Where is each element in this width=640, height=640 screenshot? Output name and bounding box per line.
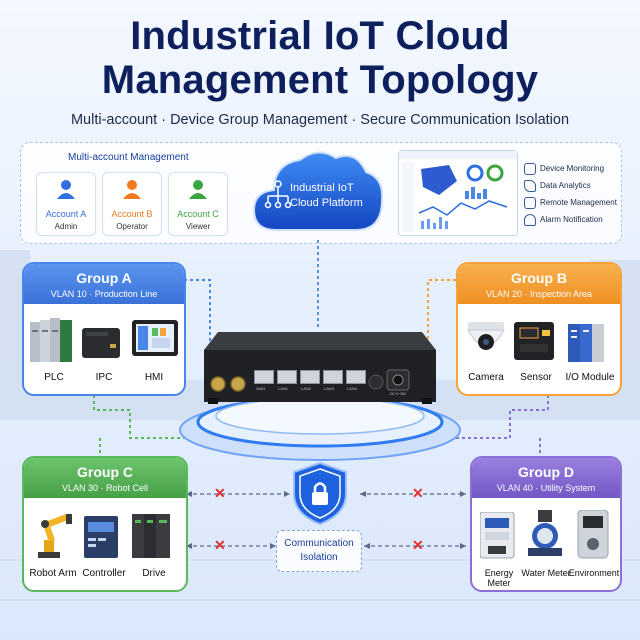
user-icon bbox=[57, 180, 75, 199]
shield-lock-icon bbox=[293, 461, 347, 526]
blocked-x-icon: ✕ bbox=[412, 537, 424, 553]
user-icon bbox=[123, 180, 141, 199]
group-d-vlan: VLAN 40 · Utility System bbox=[496, 483, 596, 493]
port-label-lan1: LAN1 bbox=[278, 386, 289, 391]
title-line-1: Industrial IoT Cloud bbox=[130, 14, 510, 58]
controller-icon bbox=[84, 516, 118, 558]
isolation-label-line-1: Communication bbox=[284, 538, 354, 549]
title-line-2: Management Topology bbox=[101, 58, 539, 102]
network-tree-icon bbox=[264, 180, 292, 209]
device-robot-arm-label: Robot Arm bbox=[29, 568, 77, 579]
blocked-x-icon: ✕ bbox=[412, 485, 424, 501]
port-lan1[interactable] bbox=[277, 370, 297, 384]
port-lan3[interactable] bbox=[323, 370, 343, 384]
account-a-name: Account A bbox=[45, 209, 87, 219]
power-label: DC 9~36V bbox=[390, 392, 407, 396]
router-platform bbox=[179, 396, 461, 461]
cloud-icon bbox=[252, 151, 384, 231]
account-c-name: Account C bbox=[177, 209, 219, 219]
analytics-icon bbox=[524, 180, 536, 192]
port-label-lan2: LAN2 bbox=[301, 386, 312, 391]
device-sensor-label: Sensor bbox=[520, 372, 552, 383]
port-label-lan4: LAN4 bbox=[347, 386, 358, 391]
device-water-meter-label: Water Meter bbox=[521, 568, 571, 578]
group-b-card[interactable]: Group B VLAN 20 · Inspection Area Camera… bbox=[456, 262, 622, 396]
port-label-lan3: LAN3 bbox=[324, 386, 335, 391]
device-camera-label: Camera bbox=[468, 372, 504, 383]
group-c-vlan: VLAN 30 · Robot Cell bbox=[61, 483, 149, 493]
dashboard-preview-graphic bbox=[399, 151, 517, 232]
group-c-title: Group C bbox=[77, 464, 133, 480]
group-d-header: Group D VLAN 40 · Utility System bbox=[472, 458, 620, 498]
user-icon bbox=[189, 180, 207, 199]
feature-data-analytics: Data Analytics bbox=[540, 181, 591, 190]
device-energy-meter-label: Energy Meter bbox=[484, 568, 514, 588]
io-module-icon bbox=[568, 324, 604, 362]
group-c-header: Group C VLAN 30 · Robot Cell bbox=[24, 458, 186, 498]
multi-account-heading: Multi-account Management bbox=[68, 152, 189, 163]
device-io-module-label: I/O Module bbox=[565, 372, 615, 383]
account-a-role: Admin bbox=[54, 222, 78, 231]
group-a-title: Group A bbox=[76, 270, 132, 286]
group-b-header: Group B VLAN 20 · Inspection Area bbox=[458, 264, 620, 304]
group-b-vlan: VLAN 20 · Inspection Area bbox=[485, 289, 593, 299]
feature-alarm-notification: Alarm Notification bbox=[540, 215, 603, 224]
account-c-role: Viewer bbox=[185, 222, 211, 231]
account-b-name: Account B bbox=[111, 209, 153, 219]
group-a-header: Group A VLAN 10 · Production Line bbox=[24, 264, 184, 304]
port-lan2[interactable] bbox=[300, 370, 320, 384]
group-d-title: Group D bbox=[518, 464, 574, 480]
device-controller-label: Controller bbox=[82, 568, 126, 579]
page-title: Industrial IoT Cloud Management Topology bbox=[0, 14, 640, 102]
cloud-label-line-2: Cloud Platform bbox=[290, 197, 363, 209]
device-plc-label: PLC bbox=[44, 372, 64, 383]
device-drive-label: Drive bbox=[142, 568, 166, 579]
feature-remote-management: Remote Management bbox=[540, 198, 617, 207]
cloud-label-line-1: Industrial IoT bbox=[290, 182, 354, 194]
camera-icon bbox=[467, 322, 505, 350]
account-b-role: Operator bbox=[116, 222, 148, 231]
router-body bbox=[204, 332, 436, 404]
device-environment-label: Environment bbox=[568, 568, 620, 578]
monitor-icon bbox=[524, 163, 536, 175]
energy-meter-icon bbox=[480, 512, 515, 559]
group-a-vlan: VLAN 10 · Production Line bbox=[50, 289, 158, 299]
group-b-title: Group B bbox=[511, 270, 567, 286]
group-d-card[interactable]: Group D VLAN 40 · Utility System Energy … bbox=[470, 456, 622, 592]
feature-device-monitoring: Device Monitoring bbox=[540, 164, 605, 173]
dashboard-preview bbox=[398, 150, 518, 236]
isolation-label-line-2: Isolation bbox=[300, 552, 338, 563]
account-a-card[interactable]: Account A Admin bbox=[36, 172, 96, 236]
account-c-card[interactable]: Account C Viewer bbox=[168, 172, 228, 236]
port-lan4[interactable] bbox=[346, 370, 366, 384]
group-a-card[interactable]: Group A VLAN 10 · Production Line PLC IP… bbox=[22, 262, 186, 396]
blocked-x-icon: ✕ bbox=[214, 485, 226, 501]
device-hmi-label: HMI bbox=[144, 372, 164, 383]
group-c-card[interactable]: Group C VLAN 30 · Robot Cell Robot Arm C… bbox=[22, 456, 188, 592]
device-ipc-label: IPC bbox=[95, 372, 113, 383]
remote-icon bbox=[524, 197, 536, 209]
blocked-x-icon: ✕ bbox=[214, 537, 226, 553]
drive-icon bbox=[132, 514, 170, 558]
account-b-card[interactable]: Account B Operator bbox=[102, 172, 162, 236]
cloud-label: Industrial IoT Cloud Platform bbox=[290, 181, 380, 211]
environment-sensor-icon bbox=[577, 510, 609, 559]
multi-account-panel: Multi-account Management Account A Admin… bbox=[26, 146, 236, 238]
sensor-icon bbox=[514, 322, 554, 360]
alarm-icon bbox=[524, 214, 536, 226]
water-meter-icon bbox=[528, 510, 562, 556]
port-label-wan: WAN bbox=[256, 386, 266, 391]
robot-arm-icon bbox=[38, 514, 72, 558]
plc-icon bbox=[30, 318, 72, 362]
port-wan[interactable] bbox=[254, 370, 274, 384]
page-subtitle: Multi-account · Device Group Management … bbox=[70, 112, 570, 128]
iot-gateway-router[interactable]: WAN LAN1 LAN2 LAN3 LAN4 DC 9~36V bbox=[204, 332, 436, 404]
hmi-icon bbox=[132, 320, 178, 356]
ipc-icon bbox=[82, 328, 120, 358]
isolation-box: Communication Isolation bbox=[276, 530, 362, 572]
